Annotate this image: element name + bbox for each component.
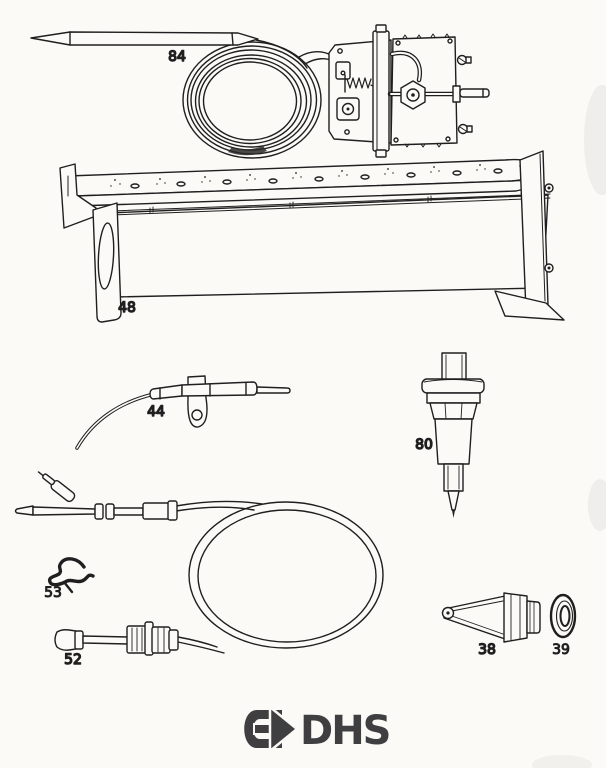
scan-artifacts [532, 85, 606, 768]
part-84-thermostat-phial-and-capillary: 84 [30, 31, 335, 159]
thermostat-control-body [328, 24, 490, 158]
part-44-ignition-electrode: 44 [37, 375, 291, 503]
part-label-52: 52 [64, 652, 82, 668]
part-52-thermocouple: 52 [14, 500, 384, 669]
part-38-injector-nozzle: 38 [441, 592, 541, 659]
dhs-logo: DHS [244, 704, 392, 754]
dhs-logo-mark [244, 704, 299, 754]
part-39-sealing-washer: 39 [549, 593, 577, 659]
part-label-39: 39 [552, 642, 570, 658]
part-label-80: 80 [415, 437, 433, 453]
part-label-38: 38 [478, 642, 496, 658]
part-48-burner-assembly: 48 [59, 150, 565, 323]
part-80-piezo-igniter: 80 [414, 352, 485, 518]
part-label-84: 84 [168, 49, 186, 65]
part-53-retaining-clip: 53 [44, 557, 95, 602]
part-label-44: 44 [147, 404, 165, 420]
part-label-53: 53 [44, 585, 62, 601]
part-label-48: 48 [118, 300, 136, 316]
dhs-logo-text: DHS [300, 708, 390, 754]
